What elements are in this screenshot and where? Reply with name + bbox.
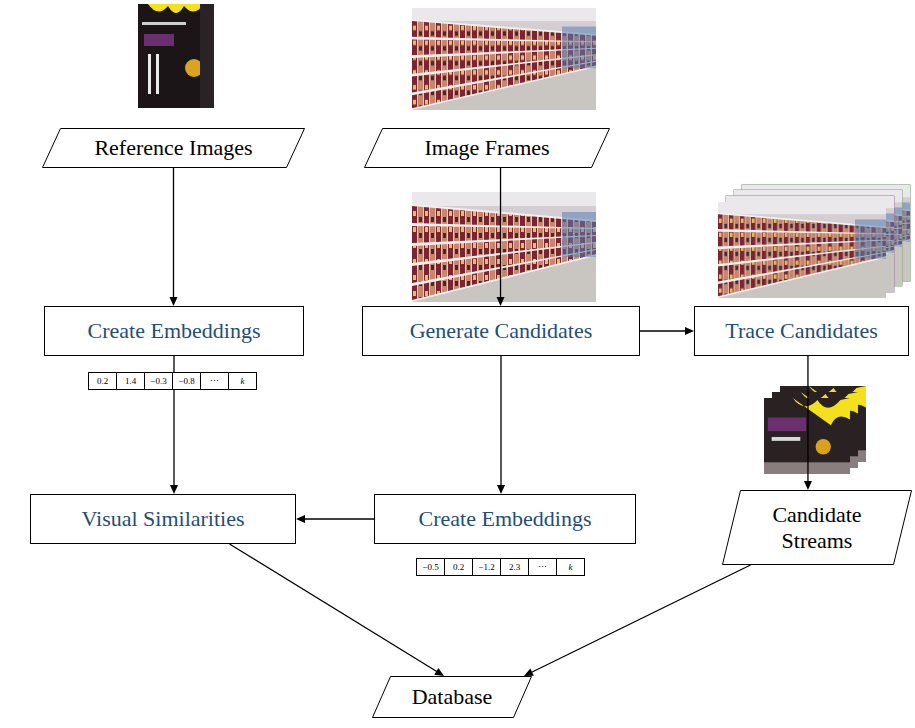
flow-arrow: [230, 544, 445, 676]
vector-cell: 0.2: [444, 558, 473, 576]
vector-cell: ⋯: [200, 372, 229, 390]
vector-value: ⋯: [538, 562, 547, 572]
arrow-head: [685, 327, 694, 335]
flow-arrow: [640, 327, 694, 335]
arrow-head: [524, 668, 534, 676]
vector-cell: −1.2: [472, 558, 501, 576]
parallelogram-shape: [365, 129, 610, 168]
process-box: Generate Candidates: [362, 306, 640, 356]
connector-line: [807, 356, 808, 482]
vector-value: −0.5: [422, 562, 438, 572]
vector-cell: −0.5: [416, 558, 445, 576]
flow-arrow: [296, 515, 374, 523]
vector-value: k: [569, 562, 573, 572]
connector-line: [173, 168, 174, 298]
process-box: Create Embeddings: [374, 494, 636, 544]
frame-stack: [718, 185, 910, 298]
vector-cell: 0.2: [88, 372, 117, 390]
parallelogram-shape: [723, 491, 912, 565]
flow-arrow: [524, 565, 751, 676]
io-parallelogram: Image Frames: [364, 128, 610, 168]
flow-arrow: [497, 168, 505, 306]
connector-line: [304, 518, 374, 519]
node-text: Generate Candidates: [410, 318, 593, 344]
vector-cell: 1.4: [116, 372, 145, 390]
process-box: Trace Candidates: [694, 306, 909, 356]
vector-value: 2.3: [509, 562, 520, 572]
process-box: Create Embeddings: [44, 306, 304, 356]
connector-line: [500, 168, 501, 298]
flow-arrow: [497, 356, 505, 494]
vector-cell: k: [556, 558, 585, 576]
connector-line: [230, 544, 438, 672]
vector-cell: k: [228, 372, 257, 390]
vector-value: k: [241, 376, 245, 386]
arrow-head: [497, 297, 505, 306]
product-photo: [138, 4, 214, 108]
vector-value: −0.8: [178, 376, 194, 386]
shelf-photo: [412, 192, 596, 302]
vector-cell: −0.8: [172, 372, 201, 390]
vector-cell: ⋯: [528, 558, 557, 576]
shelf-photo: [412, 8, 596, 110]
arrow-head: [497, 485, 505, 494]
vector-value: −0.3: [150, 376, 166, 386]
node-text: Candidate Streams: [752, 502, 882, 554]
node-text: Reference Images: [94, 135, 252, 161]
connector-line: [531, 565, 750, 672]
vector-cell: 2.3: [500, 558, 529, 576]
arrow-head: [434, 668, 444, 676]
process-box: Visual Similarities: [30, 494, 296, 544]
node-text: Image Frames: [424, 135, 549, 161]
vector-value: 1.4: [125, 376, 136, 386]
parallelogram-shape: [373, 677, 532, 718]
io-parallelogram: Candidate Streams: [722, 490, 912, 565]
node-text: Trace Candidates: [725, 318, 878, 344]
arrow-head: [296, 515, 305, 523]
parallelogram-shape: [43, 129, 305, 168]
io-parallelogram: Reference Images: [42, 128, 305, 168]
flow-arrow: [170, 168, 178, 306]
arrow-head: [804, 481, 812, 490]
vector-value: −1.2: [478, 562, 494, 572]
node-text: Visual Similarities: [81, 506, 244, 532]
node-text: Database: [412, 684, 493, 710]
arrow-head: [170, 485, 178, 494]
connector-line: [500, 356, 501, 486]
crop-stack: [764, 386, 866, 474]
node-text: Create Embeddings: [419, 506, 592, 532]
node-text: Create Embeddings: [88, 318, 261, 344]
vector-value: 0.2: [453, 562, 464, 572]
flow-arrow: [804, 356, 812, 490]
vector-cell: −0.3: [144, 372, 173, 390]
connector-line: [640, 330, 686, 331]
vector-value: 0.2: [97, 376, 108, 386]
arrow-head: [170, 297, 178, 306]
io-parallelogram: Database: [372, 676, 532, 718]
vector-value: ⋯: [210, 376, 219, 386]
